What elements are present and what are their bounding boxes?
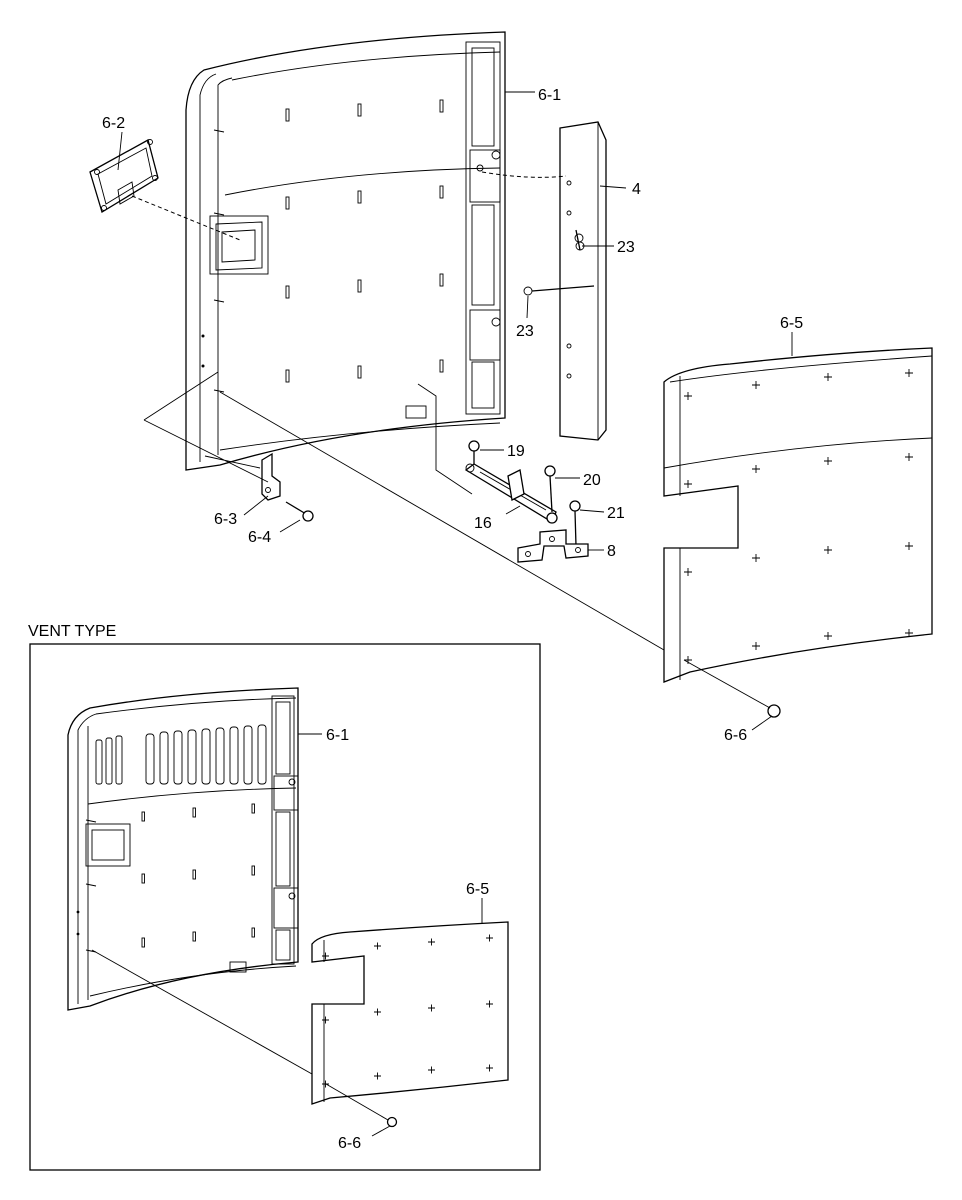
cover-panel-fasteners — [684, 369, 913, 664]
inset-assembly-line — [91, 949, 313, 1075]
callout-6-5: 6-5 — [780, 315, 803, 332]
bolt-19 — [468, 440, 480, 464]
callout-6-2: 6-2 — [102, 115, 125, 132]
bolt-21 — [569, 500, 581, 547]
bolt-23-lower — [523, 285, 595, 296]
callout-21: 21 — [607, 505, 625, 522]
callout-23-lower: 23 — [516, 323, 534, 340]
inset-callout-6-6: 6-6 — [338, 1135, 361, 1152]
callout-19: 19 — [507, 443, 525, 460]
door-handle — [89, 139, 241, 241]
inset-plug — [325, 1083, 398, 1128]
inset-vent-louvers — [95, 724, 267, 785]
inset-door-panel — [67, 687, 299, 1011]
stay-arm-16 — [417, 383, 558, 524]
callout-6-1: 6-1 — [538, 87, 561, 104]
callout-6-3: 6-3 — [214, 511, 237, 528]
plug-6-6 — [683, 659, 781, 718]
hinge-cover — [481, 121, 607, 441]
inset-callout-6-5: 6-5 — [466, 881, 489, 898]
callout-8: 8 — [607, 543, 616, 560]
callout-23-upper: 23 — [617, 239, 635, 256]
bracket-8 — [517, 529, 589, 563]
inset-cover-fasteners — [322, 934, 493, 1088]
inset-title: VENT TYPE — [28, 623, 116, 640]
inset-frame — [29, 643, 541, 1171]
bracket-6-3 — [143, 371, 281, 501]
assembly-line — [219, 391, 665, 651]
callout-4: 4 — [632, 181, 641, 198]
callout-6-4: 6-4 — [248, 529, 271, 546]
door-panel — [185, 31, 506, 471]
inset-cover-panel — [311, 921, 509, 1105]
callout-6-6: 6-6 — [724, 727, 747, 744]
bolt-6-4 — [285, 501, 314, 522]
bolt-20 — [544, 465, 556, 513]
callout-16: 16 — [474, 515, 492, 532]
inset-callout-leaders — [298, 733, 483, 1137]
cover-panel — [663, 347, 933, 683]
callout-20: 20 — [583, 472, 601, 489]
callout-leaders — [117, 91, 793, 731]
inset-callout-6-1: 6-1 — [326, 727, 349, 744]
